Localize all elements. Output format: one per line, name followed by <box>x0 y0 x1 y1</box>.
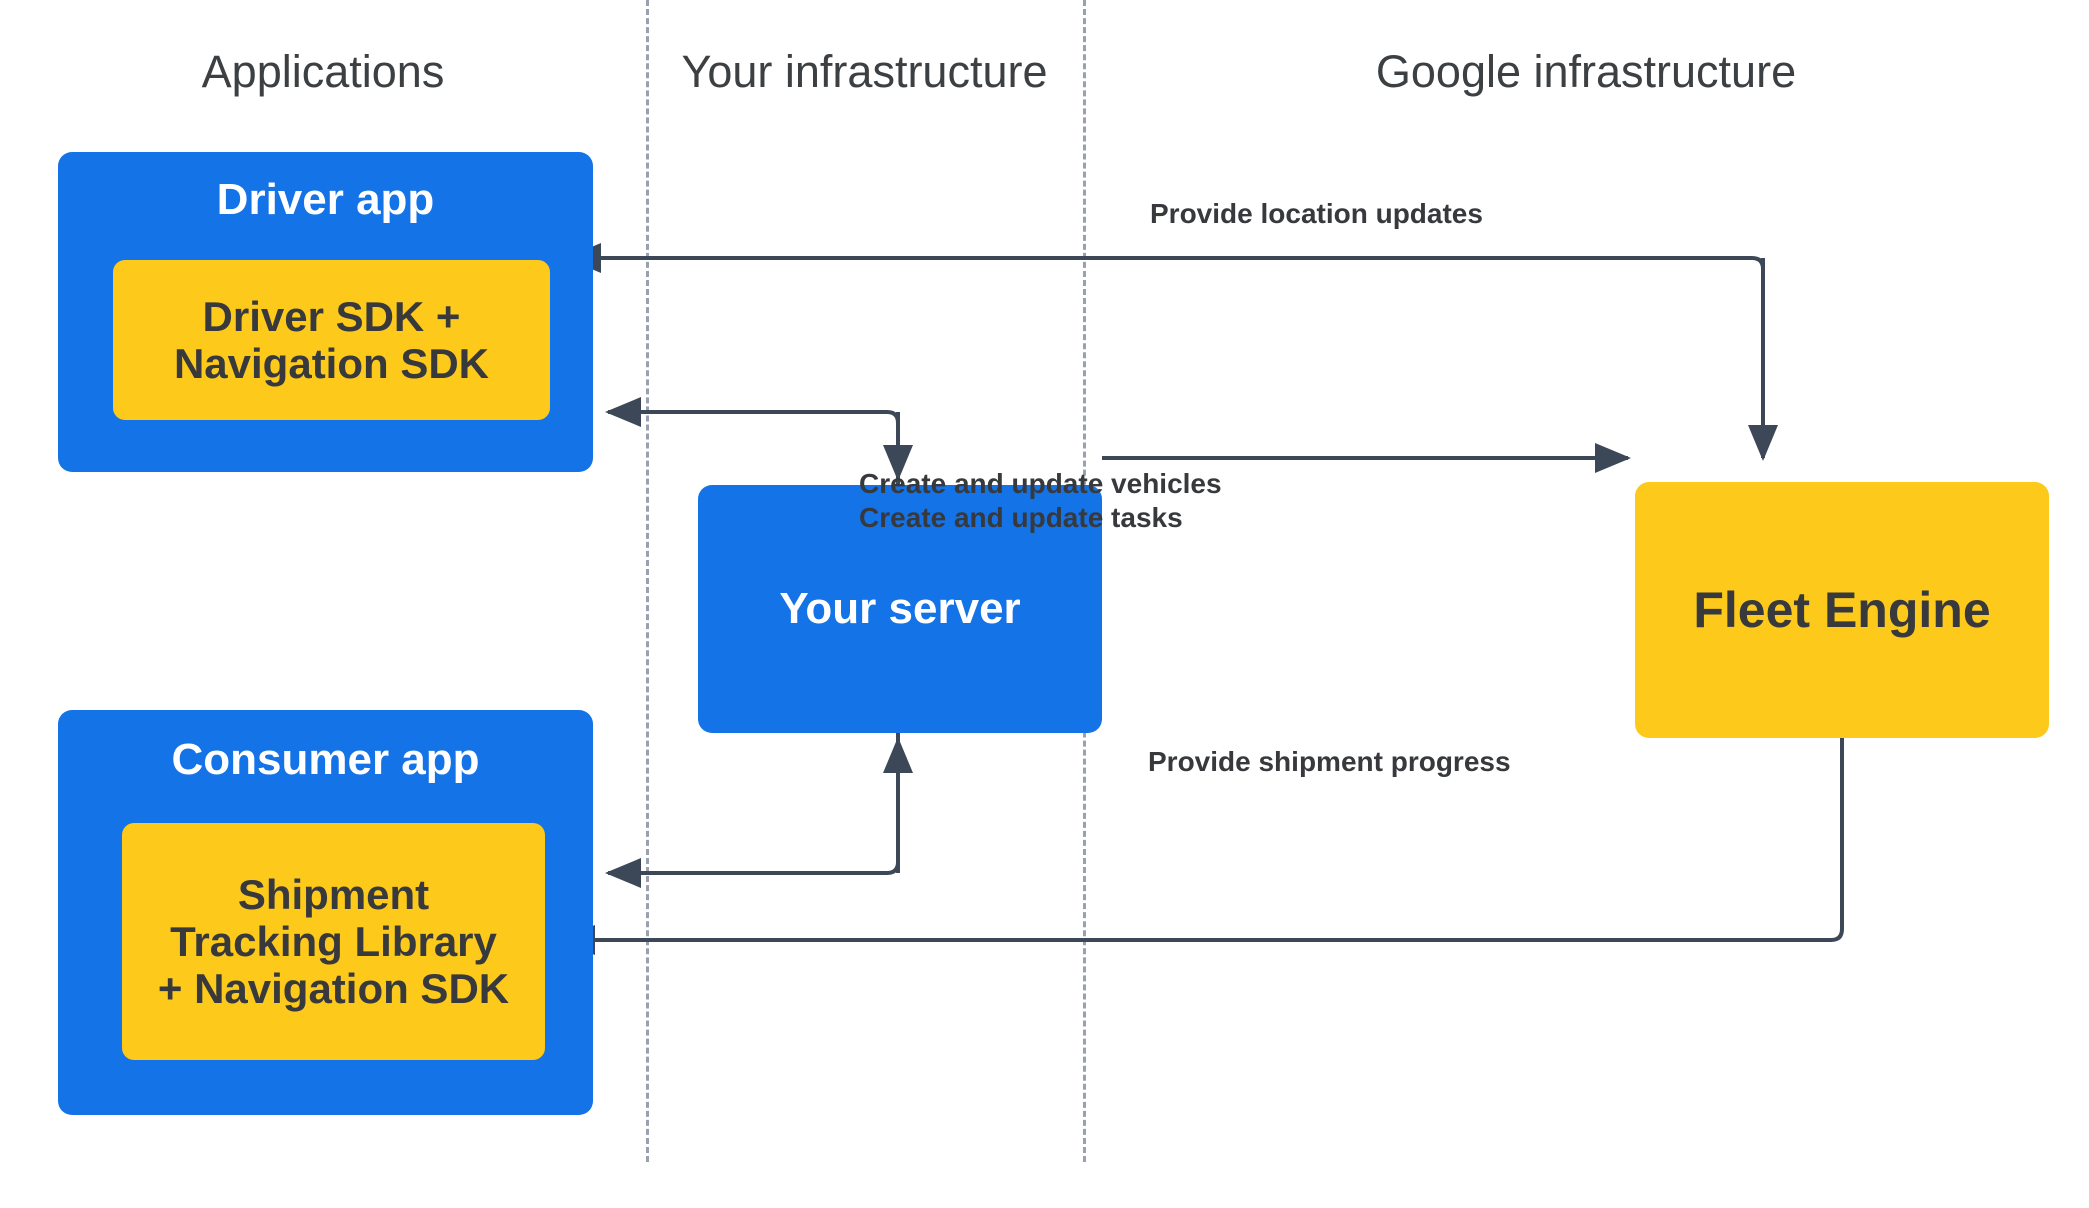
edge-server-to-consumer-app <box>605 733 900 888</box>
node-consumer-app[interactable]: Consumer app Shipment Tracking Library +… <box>58 710 593 1115</box>
column-header-google-infrastructure: Google infrastructure <box>1375 46 1797 97</box>
edge-label-provide-location-updates: Provide location updates <box>1150 198 1483 229</box>
edge-label-create-and-update-vehicles: Create and update vehicles <box>859 468 1222 499</box>
edge-label-create-and-update-tasks: Create and update tasks <box>859 502 1183 533</box>
driver-sdk-label: Driver SDK + Navigation SDK <box>174 293 489 387</box>
driver-sdk-label-line2: Navigation SDK <box>173 340 490 387</box>
shipment-tracking-label-line1: Shipment <box>237 870 430 918</box>
driver-app-label: Driver app <box>216 175 435 224</box>
node-fleet-engine[interactable]: Fleet Engine <box>1635 482 2049 738</box>
driver-sdk-label-line1: Driver SDK + <box>202 292 461 340</box>
edge-label-provide-shipment-progress: Provide shipment progress <box>1148 746 1511 777</box>
your-server-label: Your server <box>779 583 1021 633</box>
node-driver-sdk[interactable]: Driver SDK + Navigation SDK <box>113 260 550 420</box>
shipment-tracking-label-line2: Tracking Library <box>170 917 497 965</box>
consumer-app-label: Consumer app <box>171 735 480 784</box>
edge-server-to-driver-app <box>605 397 900 485</box>
column-header-your-infrastructure: Your infrastructure <box>681 46 1048 97</box>
edge-provide-location-updates <box>565 243 1778 461</box>
node-driver-app[interactable]: Driver app Driver SDK + Navigation SDK <box>58 152 593 472</box>
node-your-server[interactable]: Your server <box>698 485 1102 733</box>
lane-divider-applications-infrastructure <box>646 0 649 1162</box>
shipment-tracking-label: Shipment Tracking Library + Navigation S… <box>158 871 509 1012</box>
node-shipment-tracking-library[interactable]: Shipment Tracking Library + Navigation S… <box>122 823 545 1060</box>
fleet-engine-label: Fleet Engine <box>1693 582 1991 638</box>
shipment-tracking-label-line3: + Navigation SDK <box>157 965 510 1013</box>
column-header-applications: Applications <box>201 46 445 97</box>
